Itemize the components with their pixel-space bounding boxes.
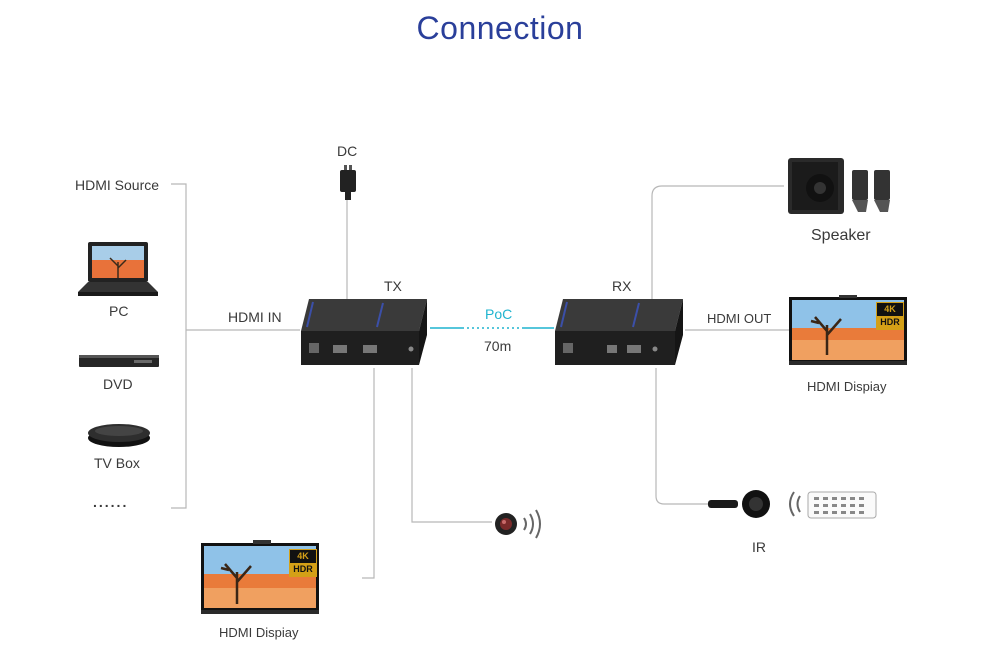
source-item-tv-box: TV Box bbox=[94, 455, 140, 471]
tx-display-badge: 4K HDR bbox=[289, 549, 317, 577]
rx-display-label: HDMI Dispiay bbox=[807, 379, 887, 394]
dc-label: DC bbox=[337, 143, 358, 159]
source-item-dvd: DVD bbox=[103, 376, 133, 392]
power-adapter-icon bbox=[340, 165, 356, 200]
hdmi-in-label: HDMI IN bbox=[228, 309, 282, 325]
badge-4k: 4K bbox=[884, 304, 896, 314]
tx-display-label: HDMI Dispiay bbox=[219, 625, 299, 640]
rx-label: RX bbox=[612, 278, 632, 294]
page-title: Connection bbox=[416, 10, 584, 46]
poc-label: PoC bbox=[485, 306, 513, 322]
tv-box-icon bbox=[88, 424, 150, 447]
hdmi-out-label: HDMI OUT bbox=[707, 311, 772, 326]
ir-label: IR bbox=[752, 539, 766, 555]
dvd-player-icon bbox=[79, 355, 159, 367]
ir-rx-line bbox=[655, 368, 712, 505]
badge-4k: 4K bbox=[297, 551, 309, 561]
tx-extender-device bbox=[301, 299, 427, 365]
ir-tx-line bbox=[411, 368, 492, 523]
ir-emitter-icon bbox=[495, 509, 541, 539]
laptop-icon bbox=[78, 242, 158, 296]
source-item-pc: PC bbox=[109, 303, 129, 319]
ir-receiver-icon bbox=[708, 490, 770, 518]
tx-label: TX bbox=[384, 278, 402, 294]
badge-hdr: HDR bbox=[290, 563, 316, 576]
source-more: ...... bbox=[93, 494, 129, 510]
rx-extender-device bbox=[555, 299, 683, 365]
badge-hdr: HDR bbox=[877, 316, 903, 329]
speaker-icon bbox=[788, 158, 890, 214]
source-heading: HDMI Source bbox=[75, 177, 160, 193]
speaker-line bbox=[651, 185, 784, 300]
loop-out-line bbox=[362, 368, 375, 579]
remote-control-icon bbox=[789, 491, 877, 519]
distance-label: 70m bbox=[484, 338, 512, 354]
speaker-label: Speaker bbox=[811, 227, 871, 244]
rx-display-badge: 4K HDR bbox=[876, 302, 904, 330]
source-bracket bbox=[171, 183, 187, 509]
